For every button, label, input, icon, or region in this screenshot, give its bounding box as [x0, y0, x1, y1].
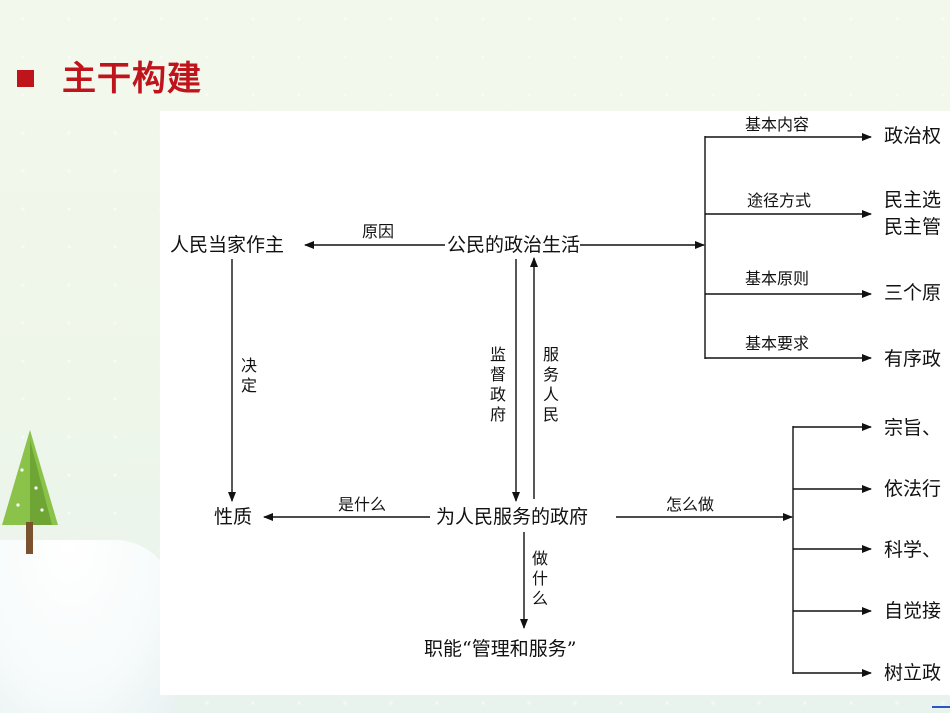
diagram-connectors	[228, 133, 872, 677]
node-people-masters: 人民当家作主	[170, 234, 285, 256]
label-how: 怎么做	[666, 495, 715, 514]
node-function: 职能“管理和服务”	[424, 638, 577, 660]
label-decide: 决定	[240, 356, 257, 395]
list-item: 宗旨、	[884, 417, 942, 439]
concept-diagram: 人民当家作主 公民的政治生活 性质 为人民服务的政府 职能“管理和服务” 原因 …	[160, 111, 950, 695]
label-reason: 原因	[362, 222, 395, 241]
node-serving-government: 为人民服务的政府	[436, 506, 589, 528]
label-what: 是什么	[338, 495, 387, 514]
label-serve: 服务人民	[542, 345, 559, 424]
title-bullet-icon	[17, 70, 34, 87]
list-item: 自觉接	[884, 600, 942, 622]
branch-label-2: 途径方式	[747, 191, 812, 210]
branch-target-4: 有序政	[884, 348, 942, 370]
branch-target-2a: 民主选	[884, 189, 942, 211]
branch-label-1: 基本内容	[745, 115, 810, 134]
slide-corner-link[interactable]	[932, 706, 950, 708]
branch-target-3: 三个原	[884, 282, 942, 304]
node-nature: 性质	[214, 506, 253, 528]
branch-target-2b: 民主管	[884, 216, 942, 238]
node-civic-political-life: 公民的政治生活	[447, 234, 581, 256]
list-item: 依法行	[884, 478, 942, 500]
slide-title: 主干构建	[62, 59, 202, 99]
branch-label-4: 基本要求	[745, 334, 810, 353]
label-supervise: 监督政府	[489, 345, 506, 424]
branch-label-3: 基本原则	[745, 269, 810, 288]
christmas-tree-decoration	[2, 430, 58, 554]
list-item: 科学、	[884, 539, 942, 561]
list-item: 树立政	[884, 662, 942, 684]
label-do-what: 做什么	[531, 549, 548, 608]
branch-target-1: 政治权	[884, 125, 942, 147]
snow-ground-decoration	[0, 540, 175, 713]
